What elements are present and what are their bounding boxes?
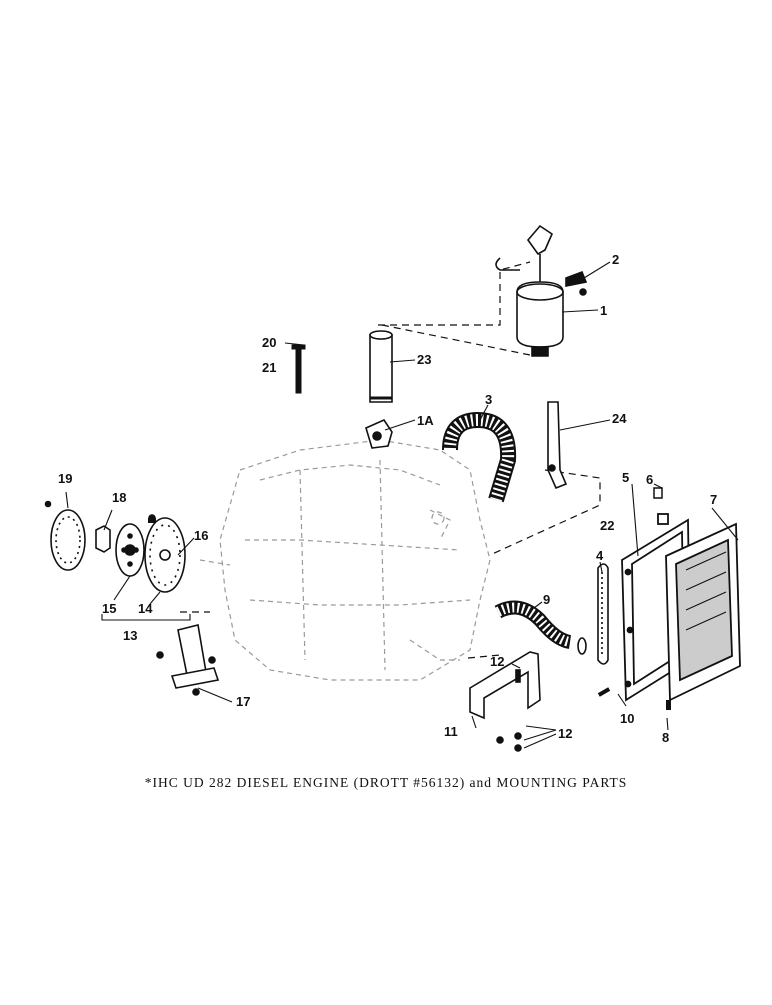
engine-block-ghost bbox=[199, 439, 491, 681]
callout-17: 17 bbox=[236, 694, 250, 709]
callout-2: 2 bbox=[612, 252, 619, 267]
assembly-guide-lines bbox=[180, 261, 601, 659]
callout-14: 14 bbox=[138, 601, 153, 616]
callout-7: 7 bbox=[710, 492, 717, 507]
callout-19: 19 bbox=[58, 471, 72, 486]
bolt-part-20-21 bbox=[291, 344, 306, 394]
hose-clamp bbox=[577, 637, 587, 655]
callout-3: 3 bbox=[485, 392, 492, 407]
intake-elbow-part-1a bbox=[365, 418, 393, 449]
gasket-part-4 bbox=[597, 563, 609, 665]
callout-12-upper: 12 bbox=[490, 654, 504, 669]
callout-11: 11 bbox=[444, 724, 458, 739]
callout-15: 15 bbox=[102, 601, 116, 616]
lower-hose-part-9 bbox=[494, 600, 572, 649]
bracket-part-11 bbox=[469, 651, 541, 752]
callout-23: 23 bbox=[417, 352, 431, 367]
callout-6: 6 bbox=[646, 472, 653, 487]
callout-9: 9 bbox=[543, 592, 550, 607]
hardware-bolts bbox=[148, 518, 671, 710]
plug-part-18 bbox=[95, 525, 111, 553]
callout-4: 4 bbox=[596, 548, 604, 563]
air-cleaner-part-1 bbox=[495, 224, 588, 357]
flex-hose-part-3 bbox=[442, 411, 517, 503]
callout-5: 5 bbox=[622, 470, 629, 485]
callout-24: 24 bbox=[612, 411, 627, 426]
hub-part-15 bbox=[115, 523, 145, 577]
callout-1a: 1A bbox=[417, 413, 434, 428]
callout-13: 13 bbox=[123, 628, 137, 643]
bracket-part-24 bbox=[547, 401, 568, 490]
plate-part-19 bbox=[44, 500, 86, 571]
cap-part-6 bbox=[653, 487, 663, 499]
callout-leaders bbox=[65, 261, 739, 749]
callout-16: 16 bbox=[194, 528, 208, 543]
callout-8: 8 bbox=[662, 730, 669, 745]
grille-part-7 bbox=[665, 522, 741, 702]
callout-12-lower: 12 bbox=[558, 726, 572, 741]
callout-21: 21 bbox=[262, 360, 276, 375]
engine-mount-part-17 bbox=[156, 624, 220, 696]
callout-1: 1 bbox=[600, 303, 607, 318]
intake-pipe-part-23 bbox=[369, 330, 393, 403]
callout-18: 18 bbox=[112, 490, 126, 505]
callout-10: 10 bbox=[620, 711, 634, 726]
callout-20: 20 bbox=[262, 335, 276, 350]
callout-22: 22 bbox=[600, 518, 614, 533]
diagram-caption: *IHC UD 282 DIESEL ENGINE (DROTT #56132)… bbox=[144, 775, 628, 790]
